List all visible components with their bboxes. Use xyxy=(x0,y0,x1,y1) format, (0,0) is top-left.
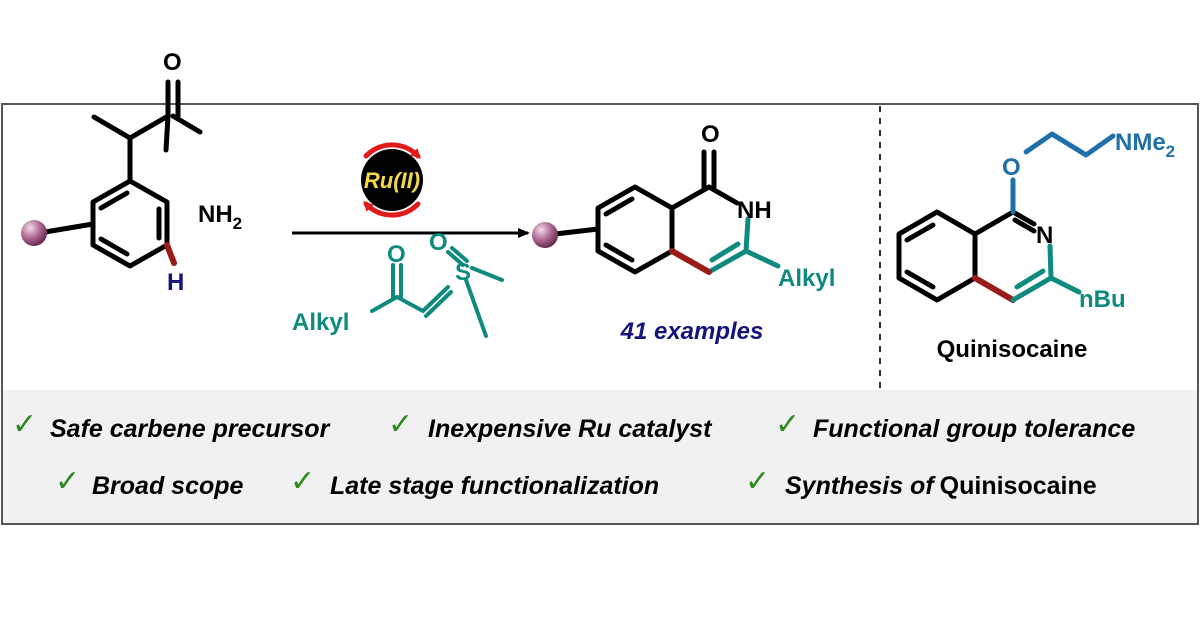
catalyst-label: Ru(II) xyxy=(364,168,420,193)
product-nc-bond xyxy=(743,216,751,254)
reactant-ch-bond xyxy=(164,242,177,266)
product-new-cc-bond xyxy=(669,248,712,275)
check-icon: ✓ xyxy=(55,464,80,499)
check-icon: ✓ xyxy=(388,407,413,442)
quinisocaine-o-label: O xyxy=(1002,154,1021,181)
product-isoquinolone xyxy=(552,149,740,275)
feature-item: ✓ Broad scope xyxy=(55,464,244,500)
product-cc-double-inner xyxy=(709,241,741,263)
product-nh-label: NH xyxy=(737,197,772,224)
reactant-h-label: H xyxy=(167,269,184,296)
product-cc-double xyxy=(706,248,749,275)
features-panel xyxy=(3,390,1197,523)
quinisocaine-nme2-label: NMe2 xyxy=(1115,129,1175,161)
reagent-s-label: S xyxy=(455,259,471,286)
catalyst-badge: Ru(II) xyxy=(361,142,423,218)
feature-item: ✓ Safe carbene precursor xyxy=(12,407,331,443)
reagent-ylide xyxy=(370,246,504,338)
quinisocaine-new-bond xyxy=(972,275,1016,303)
product-alkyl-label: Alkyl xyxy=(778,265,835,292)
check-icon: ✓ xyxy=(745,464,770,499)
check-icon: ✓ xyxy=(290,464,315,499)
feature-text: Inexpensive Ru catalyst xyxy=(428,415,713,443)
feature-text: Safe carbene precursor xyxy=(50,415,331,443)
reagent-alkyl-label: Alkyl xyxy=(292,309,349,336)
attachment-sphere-icon xyxy=(21,220,47,246)
feature-item: ✓ Functional group tolerance xyxy=(775,407,1135,443)
feature-text: Broad scope xyxy=(92,472,244,500)
feature-item: ✓ Inexpensive Ru catalyst xyxy=(388,407,713,443)
quinisocaine-teal-bonds xyxy=(1010,243,1082,303)
check-icon: ✓ xyxy=(775,407,800,442)
quinisocaine-nbu-label: nBu xyxy=(1079,286,1126,313)
check-icon: ✓ xyxy=(12,407,37,442)
quinisocaine-name: Quinisocaine xyxy=(937,336,1088,363)
reactant-nh2-label: NH2 xyxy=(198,201,242,233)
product-alkyl-bond xyxy=(743,248,781,269)
product-o-label: O xyxy=(701,121,720,148)
reagent-o2-label: O xyxy=(429,229,448,256)
feature-text: Functional group tolerance xyxy=(813,415,1135,443)
reagent-o1-label: O xyxy=(387,241,406,268)
cycle-arrows-icon xyxy=(363,142,421,218)
feature-text: Late stage functionalization xyxy=(330,472,659,500)
reactant-benzamide xyxy=(42,79,203,269)
examples-count: 41 examples xyxy=(620,318,764,345)
quinisocaine-structure xyxy=(896,209,1037,303)
attachment-sphere-icon xyxy=(532,222,558,248)
quinisocaine-blue-chain xyxy=(1010,131,1116,215)
feature-item: ✓ Late stage functionalization xyxy=(290,464,659,500)
quinisocaine-n-label: N xyxy=(1036,222,1053,249)
features-list: ✓ Safe carbene precursor ✓ Inexpensive R… xyxy=(12,407,1135,500)
reactant-o-label: O xyxy=(163,49,182,76)
